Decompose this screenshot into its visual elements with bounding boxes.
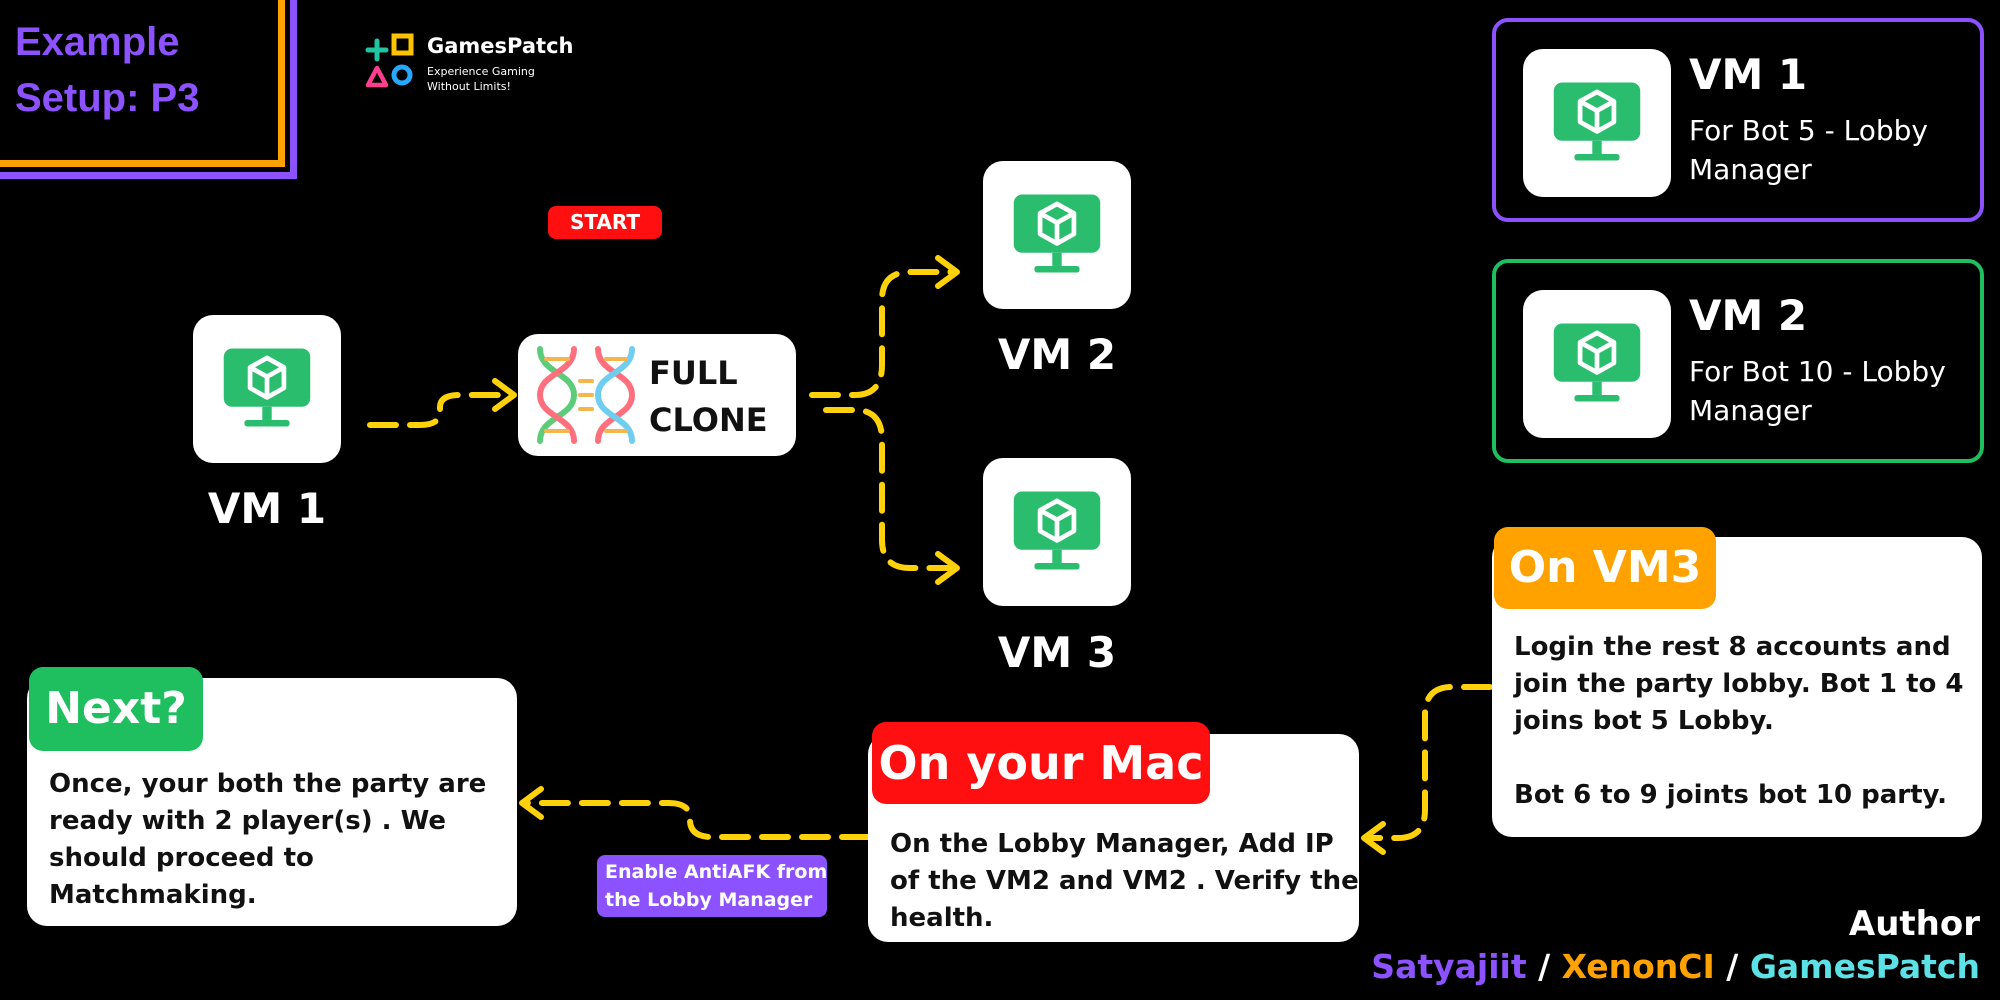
vm2-node — [983, 161, 1131, 309]
on-vm3-line4: Bot 6 to 9 joints bot 10 party. — [1514, 780, 1947, 810]
legend-vm1-icon-tile — [1523, 49, 1671, 197]
clone-label-line1: FULL — [649, 354, 738, 392]
on-mac-text: On the Lobby Manager, Add IP of the VM2 … — [890, 826, 1359, 937]
arrow-clone-to-vm3 — [823, 407, 958, 571]
legend-vm1: VM 1 For Bot 5 - Lobby Manager — [1492, 18, 1984, 222]
logo-tagline-2: Without Limits! — [427, 80, 511, 93]
page-title-line2: Setup: P3 — [15, 76, 200, 120]
legend-vm1-desc-1: For Bot 5 - Lobby — [1689, 114, 1928, 147]
header-frame-orange — [0, 0, 285, 167]
vm1-node — [193, 315, 341, 463]
page-title: Example Setup: P3 — [15, 14, 199, 126]
arrow-clone-to-vm2 — [809, 269, 958, 398]
author-name-satyajiit: Satyajiit — [1371, 947, 1527, 986]
vm-icon — [1010, 187, 1104, 281]
legend-vm2-title: VM 2 — [1689, 291, 1808, 340]
vm1-label: VM 1 — [207, 484, 327, 533]
vm-icon — [1010, 484, 1104, 578]
author-name-xenonci: XenonCI — [1561, 947, 1715, 986]
antiafk-note: Enable AntiAFK from the Lobby Manager — [597, 855, 827, 917]
on-vm3-text: Login the rest 8 accounts and join the p… — [1514, 629, 1964, 814]
arrow-vm1-to-clone — [367, 392, 515, 428]
author-separator: / — [1538, 947, 1551, 986]
on-mac-line2: of the VM2 and VM2 . Verify the — [890, 866, 1359, 896]
author-label: Author — [1848, 904, 1980, 944]
legend-vm2: VM 2 For Bot 10 - Lobby Manager — [1492, 259, 1984, 463]
vm2-label: VM 2 — [997, 330, 1117, 379]
antiafk-line1: Enable AntiAFK from — [605, 861, 828, 883]
logo-tagline-1: Experience Gaming — [427, 65, 535, 78]
clone-label-line2: CLONE — [649, 401, 768, 439]
logo-name: GamesPatch — [427, 34, 574, 58]
legend-vm2-icon-tile — [1523, 290, 1671, 438]
next-tag: Next? — [29, 667, 203, 751]
next-line1: Once, your both the party are — [49, 769, 487, 799]
logo-mark-icon — [365, 33, 414, 88]
next-line3: should proceed to — [49, 843, 314, 873]
on-mac-line3: health. — [890, 903, 994, 933]
vm3-label: VM 3 — [997, 628, 1117, 677]
gamespatch-logo: GamesPatch Experience Gaming Without Lim… — [362, 32, 582, 94]
author-separator: / — [1726, 947, 1739, 986]
arrow-vm3-to-mac — [1362, 684, 1493, 841]
on-vm3-line2: join the party lobby. Bot 1 to 4 — [1514, 669, 1964, 699]
page-title-line1: Example — [15, 20, 180, 64]
legend-vm2-desc-1: For Bot 10 - Lobby — [1689, 355, 1946, 388]
full-clone-node: FULL CLONE — [518, 334, 796, 456]
vm-icon — [1550, 75, 1644, 169]
next-text: Once, your both the party are ready with… — [49, 766, 486, 914]
on-mac-line1: On the Lobby Manager, Add IP — [890, 829, 1334, 859]
on-mac-tag: On your Mac — [872, 722, 1210, 804]
start-badge: START — [548, 206, 662, 239]
on-vm3-tag: On VM3 — [1494, 527, 1716, 609]
legend-vm1-desc-2: Manager — [1689, 153, 1812, 186]
antiafk-line2: the Lobby Manager — [605, 889, 813, 911]
on-vm3-line3: joins bot 5 Lobby. — [1514, 706, 1774, 736]
author-names: Satyajiit / XenonCI / GamesPatch — [1371, 947, 1980, 986]
clone-label: FULL CLONE — [649, 350, 768, 444]
next-line4: Matchmaking. — [49, 880, 257, 910]
arrow-mac-to-next — [520, 800, 871, 840]
legend-vm2-desc-2: Manager — [1689, 394, 1812, 427]
vm-icon — [220, 341, 314, 435]
legend-vm1-title: VM 1 — [1689, 50, 1808, 99]
vm3-node — [983, 458, 1131, 606]
next-line2: ready with 2 player(s) . We — [49, 806, 446, 836]
on-vm3-line1: Login the rest 8 accounts and — [1514, 632, 1951, 662]
dna-icon — [536, 346, 636, 444]
author-name-gamespatch: GamesPatch — [1749, 947, 1980, 986]
vm-icon — [1550, 316, 1644, 410]
header-frame-purple — [0, 0, 297, 179]
